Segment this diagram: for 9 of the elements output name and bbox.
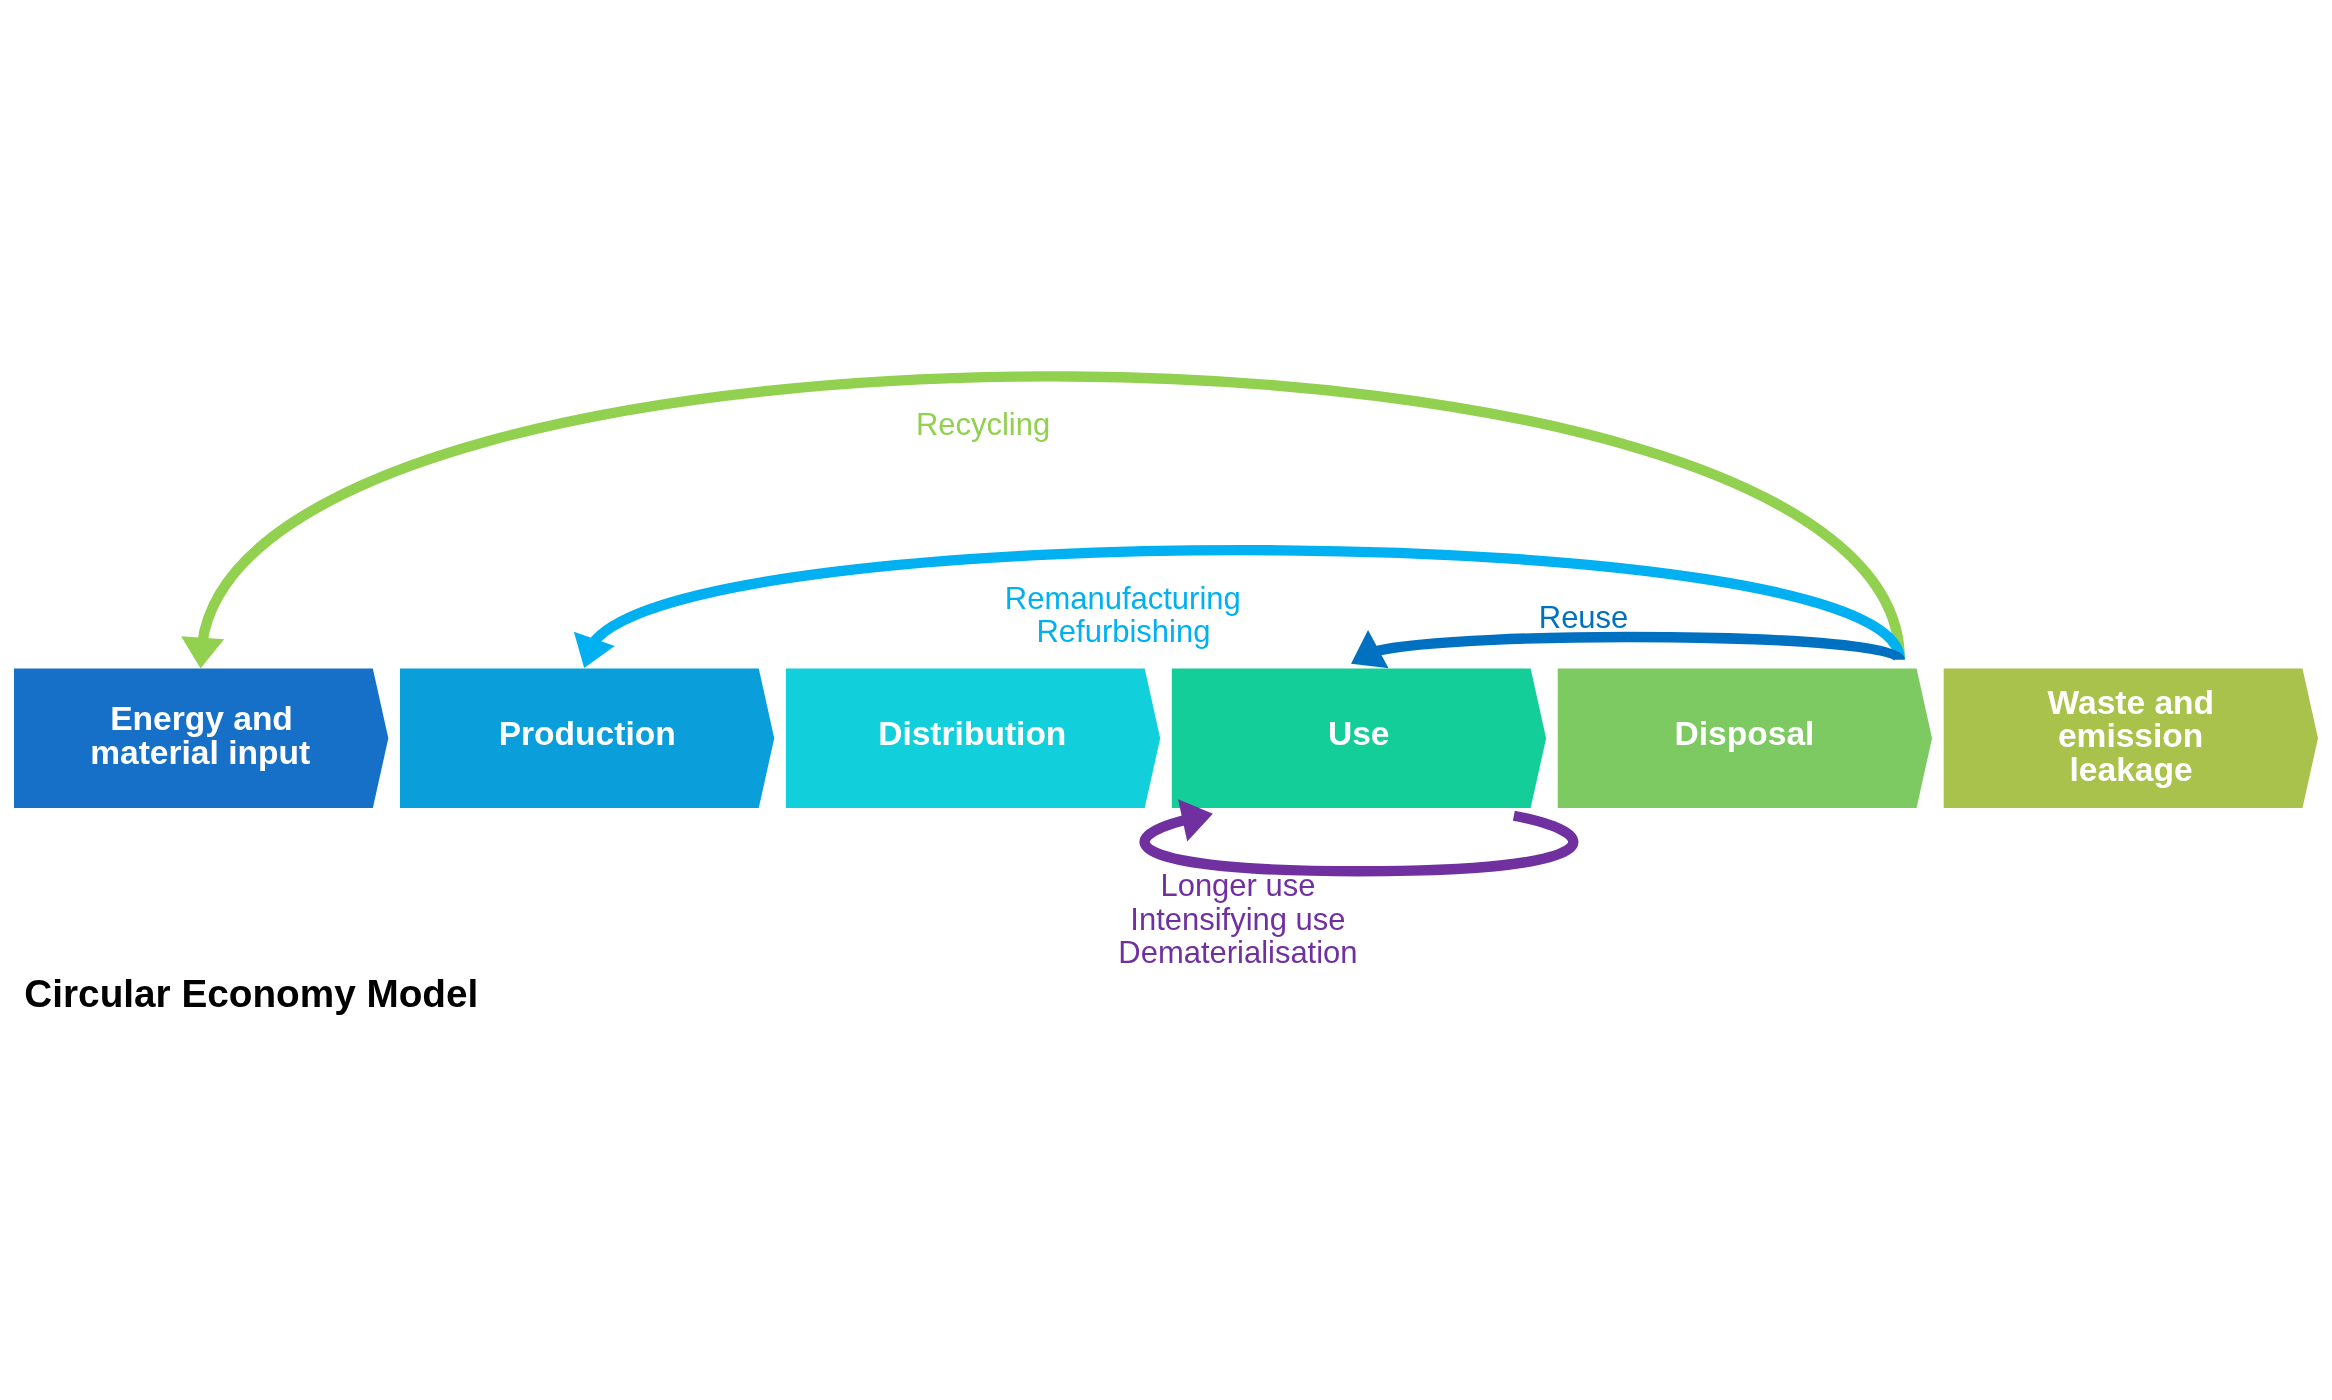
arrow [181,370,1905,669]
arrow [573,544,1904,668]
edge-label: Reuse [1538,599,1629,635]
diagram-title: Circular Economy Model [24,971,479,1015]
arrow [1140,798,1578,876]
edge-label: Longer use Intensifying use Dematerialisation [1118,867,1358,970]
edge-label: Remanufacturing Refurbishing [1004,580,1241,649]
edge-label: Recycling [915,406,1051,442]
arrow [1351,629,1903,668]
